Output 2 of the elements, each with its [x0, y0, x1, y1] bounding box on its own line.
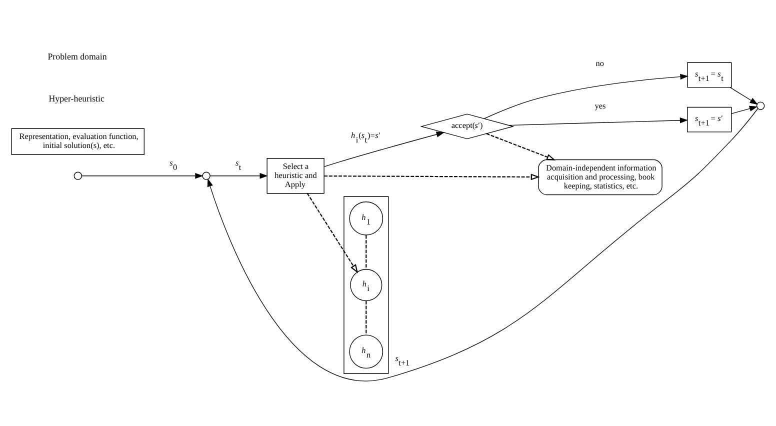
label: Problem domain — [48, 51, 107, 62]
label: Hyper-heuristic — [48, 93, 104, 104]
